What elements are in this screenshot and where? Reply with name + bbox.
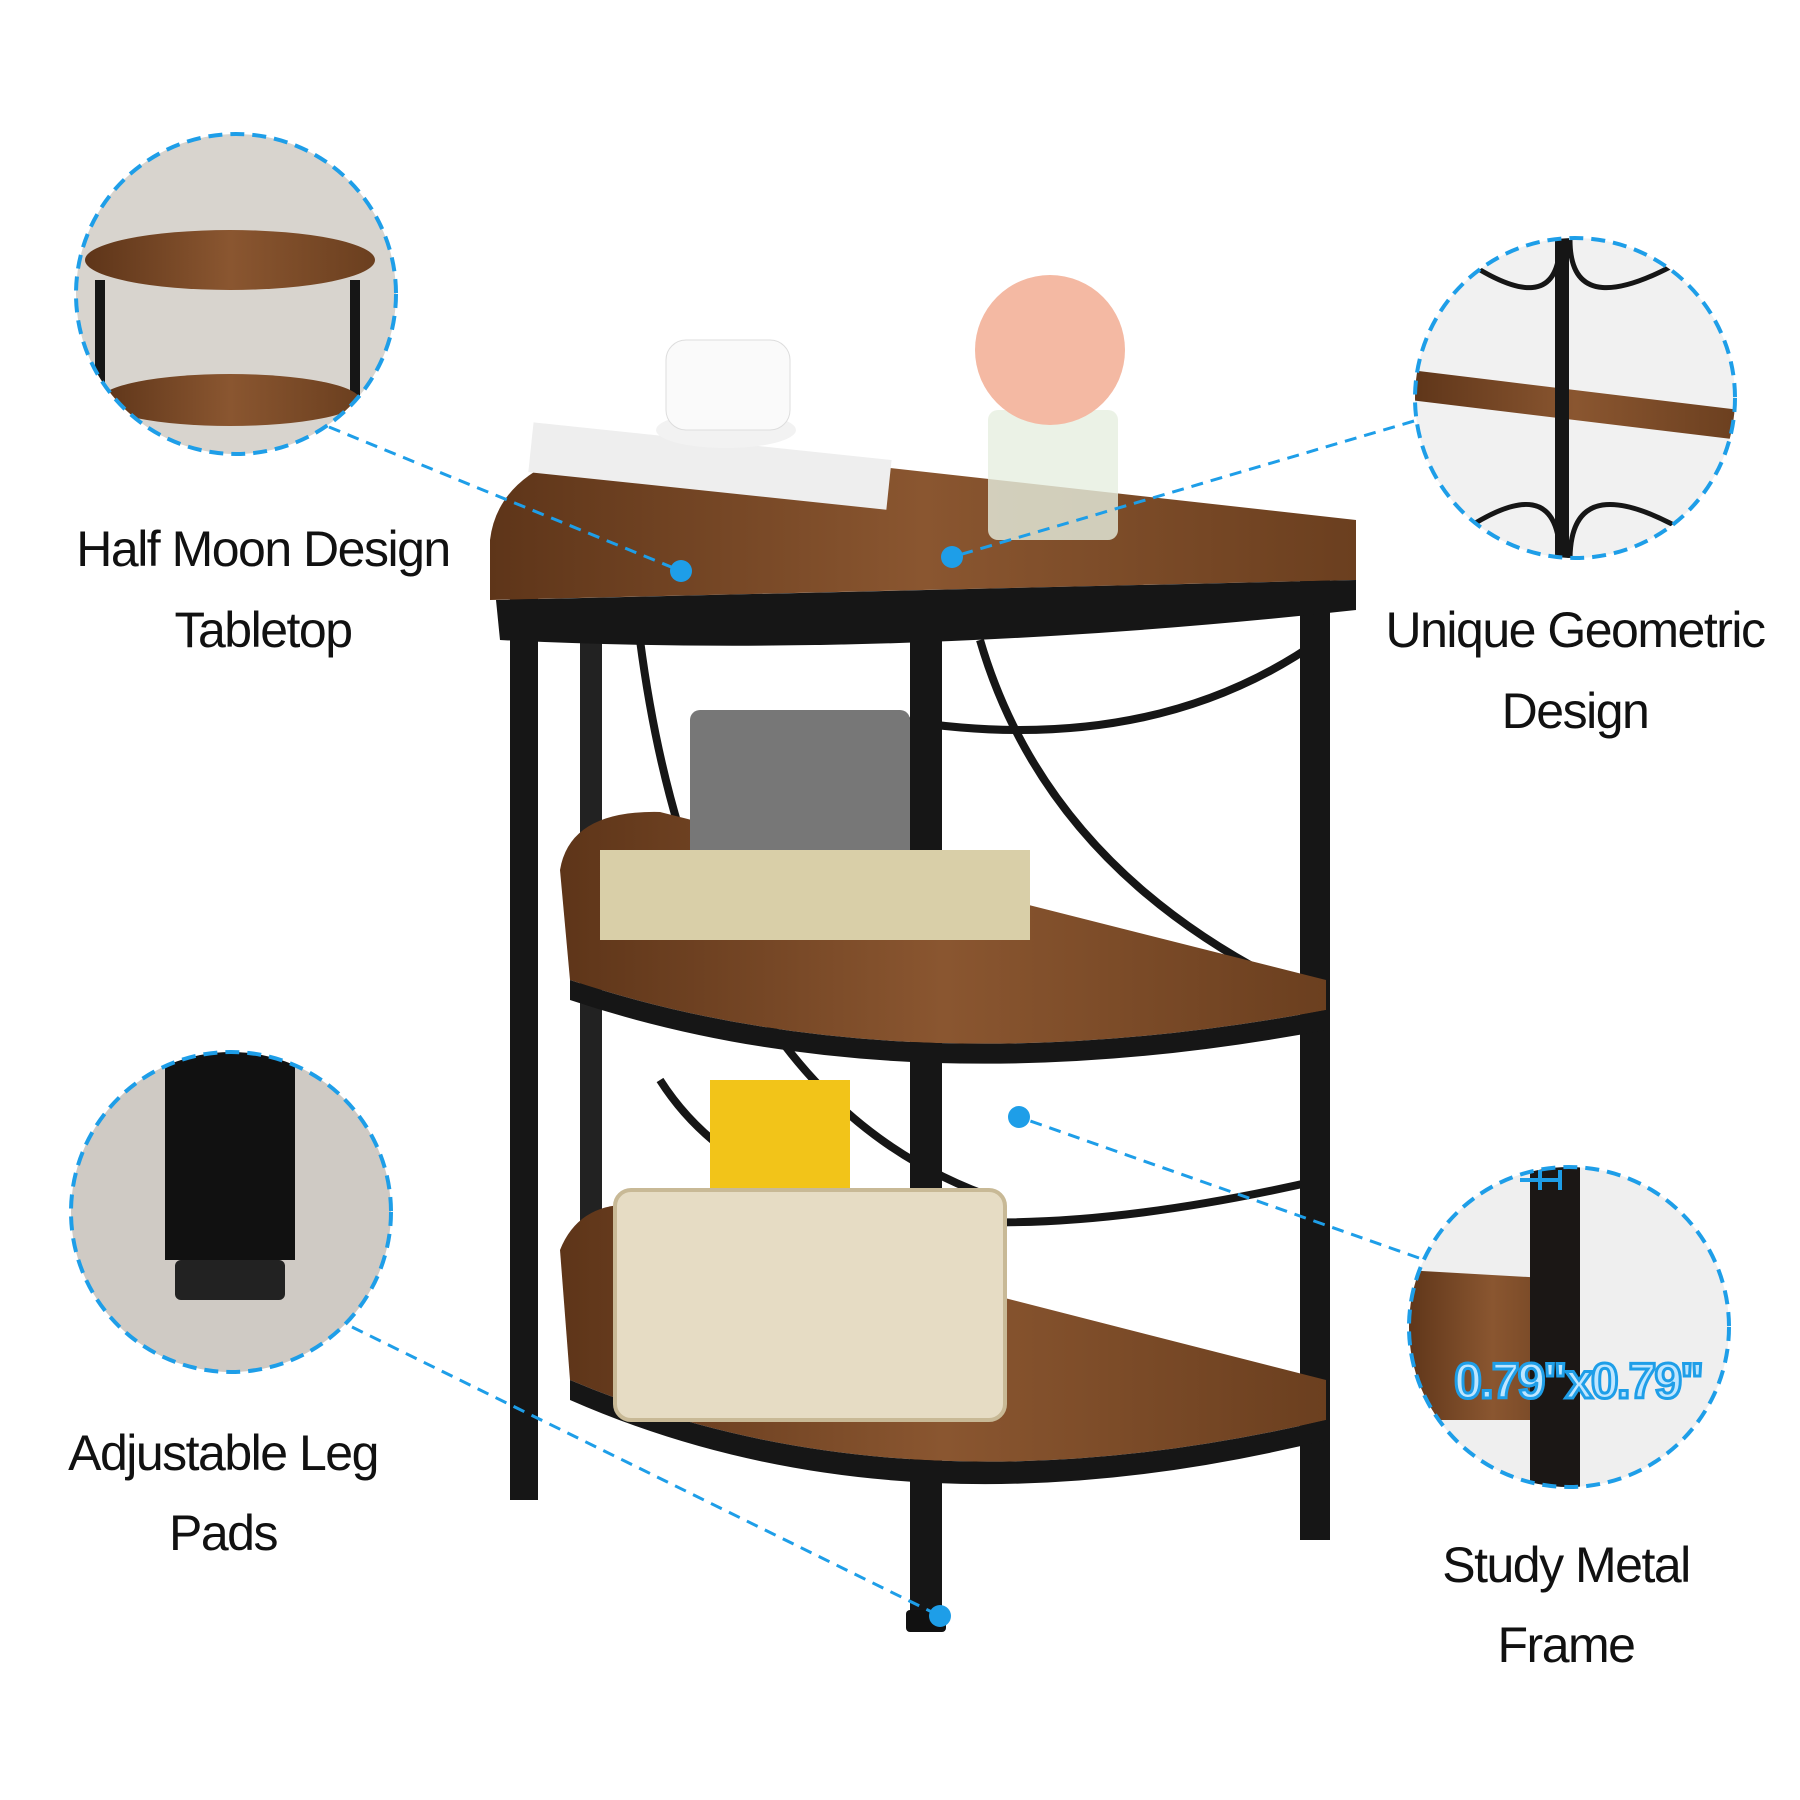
geometric-label-line2: Design [1501,683,1650,739]
leg-pads-label-line1: Adjustable Leg [68,1425,379,1481]
books [600,850,1030,940]
detail-circle [1407,1165,1731,1489]
detail-leg-pad [71,1052,391,1372]
side-table [490,275,1356,1632]
book [528,422,892,510]
radio [690,710,910,860]
detail-circle [74,132,398,456]
coffee-cup [665,339,791,431]
tabletop-label-line1: Half Moon Design [76,521,451,577]
frame-dimension: 0.79"x0.79" [1453,1352,1706,1411]
leg-pads-label-line2: Pads [169,1505,278,1561]
detail-tabletop [76,134,396,454]
detail-geometric [1415,238,1735,558]
flowers [975,275,1125,425]
callout-lines [328,419,1420,1618]
vase [988,410,1118,540]
frame-label-line1: Study Metal [1442,1537,1691,1593]
geometric-label-line1: Unique Geometric [1385,602,1766,658]
tabletop-label-line2: Tabletop [174,602,353,658]
frame-label-line2: Frame [1497,1617,1636,1673]
callout-dots [670,546,1030,1627]
detail-circle [69,1050,393,1374]
basket [613,1188,1007,1422]
detail-frame [1409,1167,1729,1487]
detail-circle [1413,236,1737,560]
